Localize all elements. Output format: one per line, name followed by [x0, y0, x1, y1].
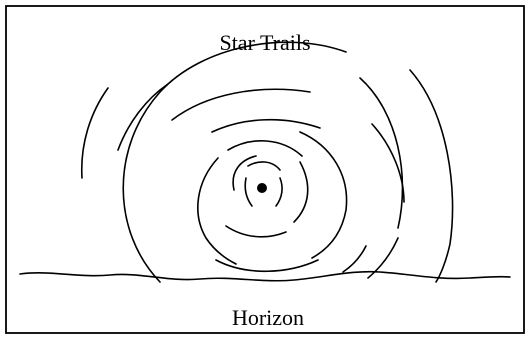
diagram-frame [6, 6, 524, 333]
star-trails-label: Star Trails [219, 30, 310, 55]
pole-star [257, 183, 267, 193]
horizon-label: Horizon [232, 305, 304, 330]
